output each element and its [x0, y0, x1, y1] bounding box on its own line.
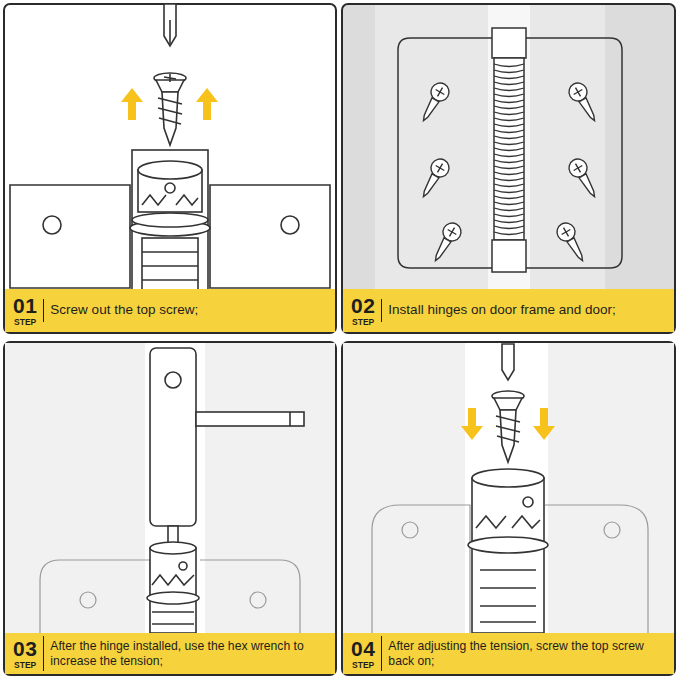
step-band: 02STEP Install hinges on door frame and d… [343, 289, 674, 332]
step-word: STEP [352, 661, 374, 670]
step-number-block: 04STEP [351, 638, 375, 670]
step-number: 01 [13, 295, 37, 316]
step-number: 02 [351, 295, 375, 316]
step-number: 03 [13, 638, 37, 659]
step-band: 03STEPAfter the hinge installed, use the… [5, 633, 335, 674]
step-description: Screw out the top screw; [43, 299, 198, 322]
step-word: STEP [352, 318, 374, 327]
step-band: 01STEP Screw out the top screw; [5, 289, 335, 332]
step-band: 04STEPAfter adjusting the tension, screw… [343, 633, 674, 674]
step-number-block: 02STEP [351, 295, 375, 327]
step-number-block: 01STEP [13, 295, 37, 327]
step-word: STEP [14, 661, 36, 670]
step-description: Install hinges on door frame and door; [381, 299, 615, 322]
step-number: 04 [351, 638, 375, 659]
step-description: After the hinge installed, use the hex w… [43, 636, 327, 670]
step-word: STEP [14, 318, 36, 327]
step-description: After adjusting the tension, screw the t… [381, 636, 666, 670]
step-number-block: 03STEP [13, 638, 37, 670]
